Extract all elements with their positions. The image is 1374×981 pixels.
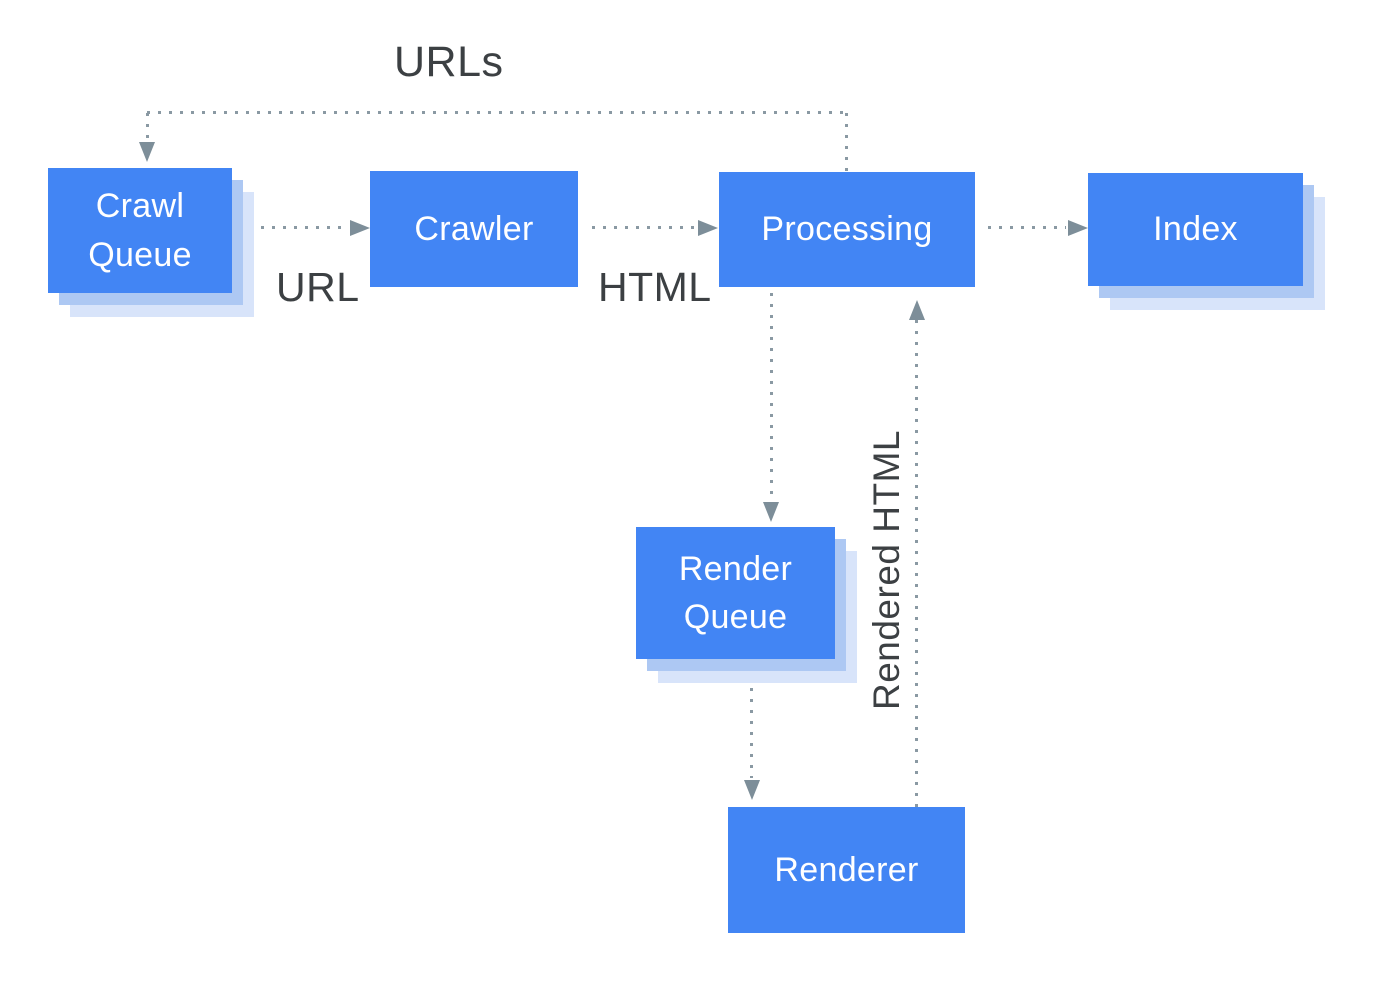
edge-renderer-processing-line xyxy=(915,320,918,807)
edge-label-urls: URLs xyxy=(394,38,504,86)
edge-urls-feedback-vline-left xyxy=(146,113,149,140)
edge-crawler-processing-line xyxy=(592,226,696,229)
arrow-down-icon xyxy=(763,502,779,522)
arrow-up-icon xyxy=(909,300,925,320)
node-crawler-label: Crawler xyxy=(414,209,534,248)
node-crawl-queue: Crawl Queue xyxy=(48,168,232,293)
node-crawler: Crawler xyxy=(370,171,578,287)
arrow-right-icon xyxy=(1068,220,1088,236)
edge-crawlqueue-crawler-line xyxy=(250,226,348,229)
edge-urls-feedback-vline-right xyxy=(845,113,848,171)
node-processing-label: Processing xyxy=(761,210,933,249)
edge-processing-renderqueue-line xyxy=(770,293,773,500)
arrow-down-icon xyxy=(139,142,155,162)
arrow-right-icon xyxy=(698,220,718,236)
node-crawl-queue-label: Crawl Queue xyxy=(88,187,192,274)
node-index-label: Index xyxy=(1153,210,1238,249)
arrow-down-icon xyxy=(744,780,760,800)
node-index: Index xyxy=(1088,173,1303,286)
edge-renderqueue-renderer-line xyxy=(750,666,753,778)
node-processing: Processing xyxy=(719,172,975,287)
edge-processing-index-line xyxy=(988,226,1066,229)
edge-urls-feedback-hline xyxy=(147,111,847,114)
node-render-queue: Render Queue xyxy=(636,527,835,659)
node-renderer: Renderer xyxy=(728,807,965,933)
node-render-queue-label: Render Queue xyxy=(678,549,793,636)
node-renderer-label: Renderer xyxy=(774,850,919,889)
edge-label-html: HTML xyxy=(598,264,712,310)
edge-label-url: URL xyxy=(276,264,360,310)
arrow-right-icon xyxy=(350,220,370,236)
edge-label-rendered-html: Rendered HTML xyxy=(866,430,907,711)
